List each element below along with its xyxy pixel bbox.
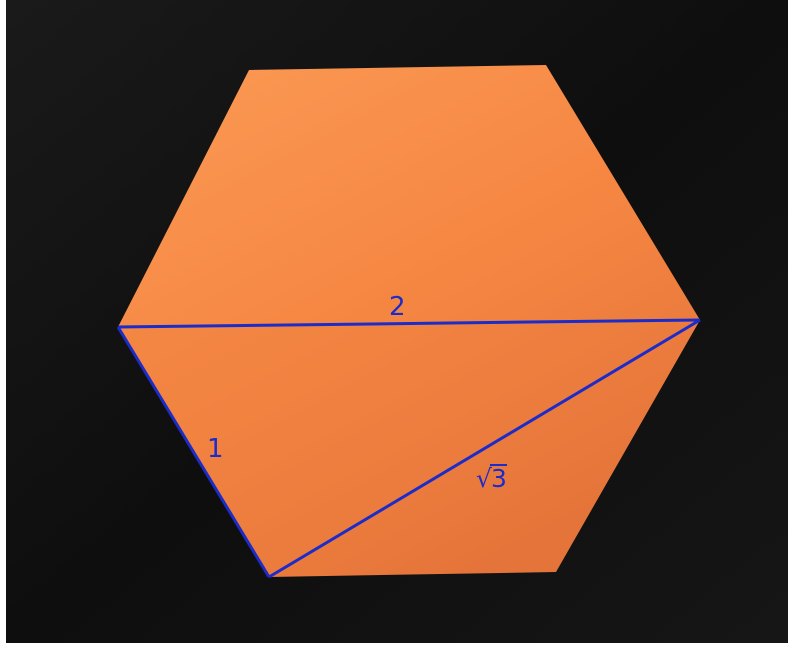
label-one: 1 <box>207 436 224 462</box>
label-one-text: 1 <box>207 434 224 464</box>
photo: 2 1 √3 <box>6 0 788 643</box>
photo-canvas <box>6 0 788 643</box>
folded-triangle-shade <box>118 320 700 577</box>
side-length-one-line <box>116 326 271 578</box>
radical-sign: √ <box>476 464 492 493</box>
side-length-root-three-line <box>268 318 701 579</box>
side-length-two-line <box>117 318 701 329</box>
label-two-text: 2 <box>389 292 406 322</box>
radicand: 3 <box>489 464 507 493</box>
orange-paper-hexagon <box>118 65 700 577</box>
label-two: 2 <box>389 294 406 320</box>
label-root-three: √3 <box>476 464 507 491</box>
